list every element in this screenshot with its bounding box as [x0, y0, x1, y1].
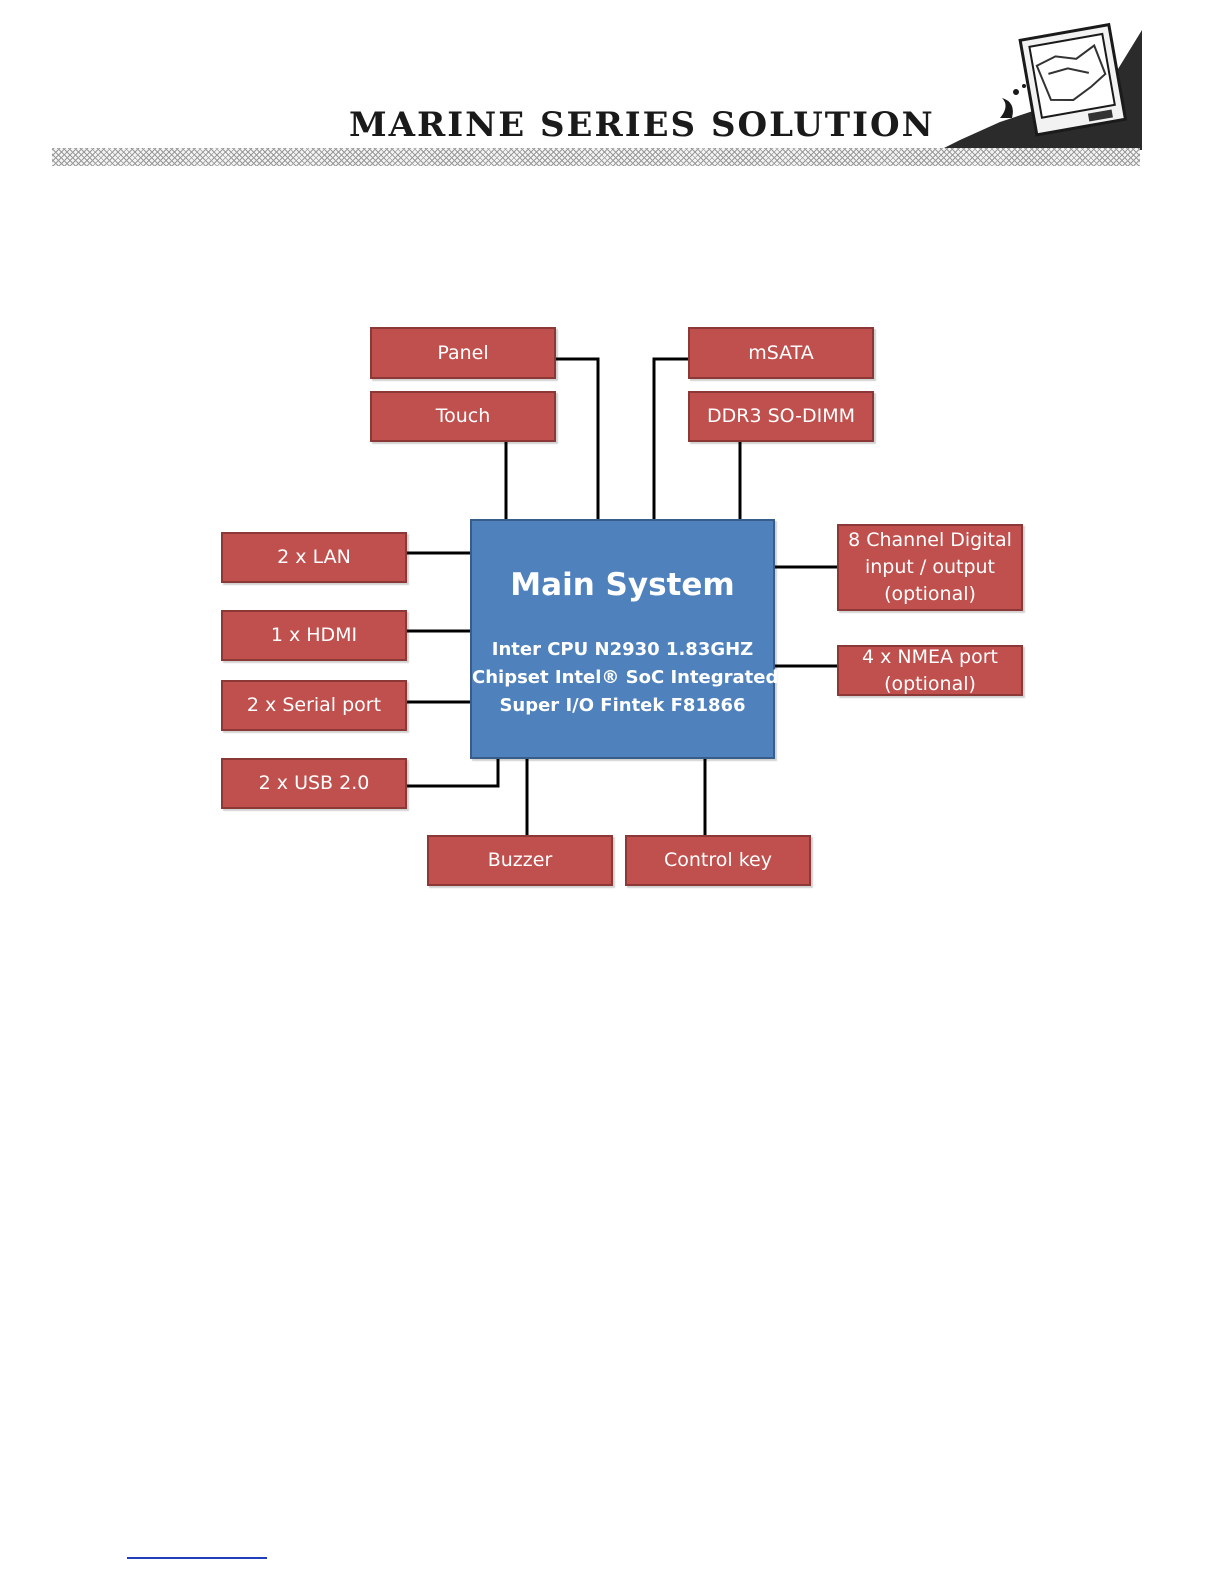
serial-port-box: 2 x Serial port [221, 680, 407, 731]
main-system-box: Main System Inter CPU N2930 1.83GHZ Chip… [470, 519, 775, 759]
main-system-chipset: Chipset Intel® SoC Integrated [472, 664, 773, 692]
connector-usb [407, 759, 498, 786]
control-key-box: Control key [625, 835, 811, 886]
nmea-port-box: 4 x NMEA port (optional) [837, 645, 1023, 696]
connector-panel [556, 359, 598, 519]
hdmi-box: 1 x HDMI [221, 610, 407, 661]
touch-box: Touch [370, 391, 556, 442]
panel-box: Panel [370, 327, 556, 379]
buzzer-box: Buzzer [427, 835, 613, 886]
connector-msata [654, 359, 688, 519]
footer-divider [127, 1557, 267, 1559]
lan-box: 2 x LAN [221, 532, 407, 583]
main-system-title: Main System [472, 563, 773, 607]
main-system-super-io: Super I/O Fintek F81866 [472, 692, 773, 720]
digital-io-box: 8 Channel Digital input / output (option… [837, 524, 1023, 611]
ddr3-box: DDR3 SO-DIMM [688, 391, 874, 442]
main-system-cpu: Inter CPU N2930 1.83GHZ [472, 636, 773, 664]
msata-box: mSATA [688, 327, 874, 379]
usb-box: 2 x USB 2.0 [221, 758, 407, 809]
